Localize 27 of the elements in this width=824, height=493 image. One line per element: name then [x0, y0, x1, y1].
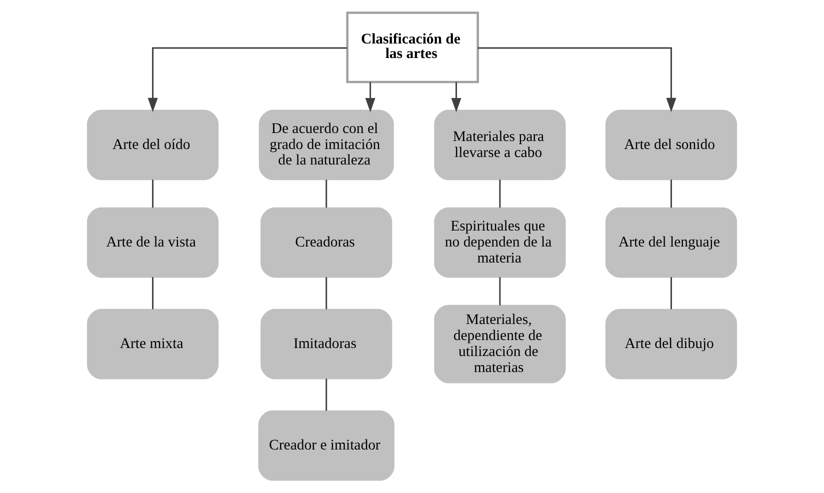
connector [326, 180, 328, 208]
connector [326, 277, 328, 310]
connector [326, 378, 328, 411]
node-box: Materiales para llevarse a cabo [434, 110, 566, 180]
connector [152, 277, 154, 310]
arrow [451, 82, 462, 112]
node-box: Materiales, dependiente de utilización de materias [434, 304, 566, 384]
node-box: Arte mixta [86, 308, 219, 380]
node-box: Imitadoras [260, 308, 392, 380]
arrow [148, 47, 347, 112]
arrow [365, 82, 376, 112]
arrow [478, 47, 676, 112]
node-box: Creador e imitador [258, 410, 394, 481]
node-box: De acuerdo con el grado de imitación de la naturaleza [258, 110, 394, 180]
node-box: Clasificación de las artes [346, 12, 479, 84]
node-box: Arte de la vista [86, 207, 219, 278]
connector [499, 180, 501, 208]
node-box: Arte del dibujo [605, 308, 738, 380]
node-box: Arte del lenguaje [605, 207, 738, 278]
node-box: Espirituales que no dependen de la materia [434, 207, 566, 278]
connector [499, 277, 501, 306]
node-box: Arte del oído [86, 110, 219, 180]
node-box: Creadoras [260, 207, 392, 278]
connector [670, 180, 672, 208]
connector [152, 180, 154, 208]
connector [670, 277, 672, 310]
node-box: Arte del sonido [605, 110, 738, 180]
